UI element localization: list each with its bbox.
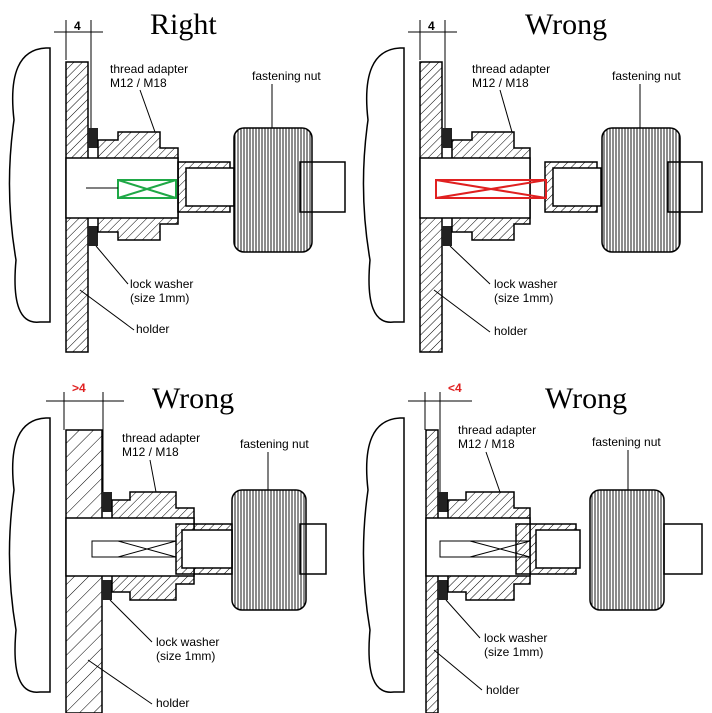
leader-line bbox=[445, 599, 481, 639]
lock-washer bbox=[88, 128, 98, 148]
dimension-value: >4 bbox=[72, 381, 86, 395]
panel-wrong-thick-holder: Wrong >4 thread adapter M12 / M18 fasten… bbox=[8, 381, 327, 713]
sensor-socket bbox=[185, 167, 235, 207]
leader-line bbox=[139, 89, 156, 133]
leader-line bbox=[87, 659, 153, 705]
sensor-body bbox=[419, 157, 531, 219]
leader-line bbox=[433, 289, 491, 333]
housing-wall bbox=[8, 47, 51, 323]
lock-washer bbox=[442, 226, 452, 246]
panel-wrong-thin-holder: Wrong <4 thread adapter M12 / M18 fasten… bbox=[362, 381, 703, 713]
sensor-socket bbox=[535, 529, 581, 569]
label-fastening-nut: fastening nut bbox=[240, 437, 309, 451]
label-fastening-nut: fastening nut bbox=[252, 69, 321, 83]
label-thread-adapter: thread adapter bbox=[458, 423, 536, 437]
label-thread-adapter: thread adapter bbox=[110, 62, 188, 76]
dimension-value: 4 bbox=[428, 19, 435, 33]
leader-line bbox=[449, 245, 491, 285]
fastening-nut bbox=[601, 127, 681, 253]
panel-right: Right 4 thread adapter M12 / M18 bbox=[8, 8, 346, 353]
lock-washer bbox=[102, 492, 112, 512]
panel-title: Right bbox=[150, 8, 217, 41]
thread-engagement-marker bbox=[439, 540, 531, 558]
label-thread-adapter: thread adapter bbox=[472, 62, 550, 76]
fastening-nut bbox=[231, 489, 307, 611]
sensor-body bbox=[65, 157, 179, 219]
leader-line bbox=[499, 89, 513, 133]
lock-washer bbox=[438, 492, 448, 512]
housing-wall bbox=[8, 417, 51, 693]
label-fastening-nut: fastening nut bbox=[592, 435, 661, 449]
label-fastening-nut: fastening nut bbox=[612, 69, 681, 83]
lock-washer bbox=[442, 128, 452, 148]
panel-wrong-engagement: Wrong 4 thread adapter M12 / M18 fasteni… bbox=[362, 8, 703, 353]
leader-line bbox=[433, 649, 483, 691]
label-thread-size: M12 / M18 bbox=[458, 437, 515, 451]
label-washer-size: (size 1mm) bbox=[494, 291, 553, 305]
sensor-socket bbox=[181, 529, 233, 569]
panel-title: Wrong bbox=[545, 382, 627, 415]
label-lock-washer: lock washer bbox=[156, 635, 219, 649]
label-holder: holder bbox=[494, 324, 527, 338]
thread-engagement-marker bbox=[91, 540, 177, 558]
label-holder: holder bbox=[136, 322, 169, 336]
label-lock-washer: lock washer bbox=[494, 277, 557, 291]
leader-line bbox=[95, 245, 129, 285]
label-thread-adapter: thread adapter bbox=[122, 431, 200, 445]
fastening-nut bbox=[233, 127, 313, 253]
label-lock-washer: lock washer bbox=[484, 631, 547, 645]
label-washer-size: (size 1mm) bbox=[130, 291, 189, 305]
label-lock-washer: lock washer bbox=[130, 277, 193, 291]
lock-washer bbox=[88, 226, 98, 246]
cable bbox=[663, 523, 703, 575]
label-thread-size: M12 / M18 bbox=[110, 76, 167, 90]
lock-washer bbox=[438, 580, 448, 600]
lock-washer bbox=[102, 580, 112, 600]
thread-engagement-highlight bbox=[435, 179, 547, 199]
label-holder: holder bbox=[486, 683, 519, 697]
label-thread-size: M12 / M18 bbox=[122, 445, 179, 459]
fastening-nut bbox=[589, 489, 665, 611]
leader-line bbox=[149, 459, 157, 493]
housing-wall bbox=[362, 417, 405, 693]
dimension-value: <4 bbox=[448, 381, 462, 395]
label-washer-size: (size 1mm) bbox=[156, 649, 215, 663]
label-thread-size: M12 / M18 bbox=[472, 76, 529, 90]
sensor-body bbox=[425, 517, 531, 577]
leader-line bbox=[109, 599, 153, 643]
label-holder: holder bbox=[156, 696, 189, 710]
label-washer-size: (size 1mm) bbox=[484, 645, 543, 659]
leader-line bbox=[485, 451, 501, 493]
thread-engagement-highlight bbox=[117, 179, 177, 199]
dimension-value: 4 bbox=[74, 19, 81, 33]
sensor-body bbox=[65, 517, 195, 577]
housing-wall bbox=[362, 47, 405, 323]
panel-title: Wrong bbox=[525, 8, 607, 41]
leader-line bbox=[79, 289, 135, 331]
panel-title: Wrong bbox=[152, 382, 234, 415]
sensor-socket bbox=[552, 167, 602, 207]
